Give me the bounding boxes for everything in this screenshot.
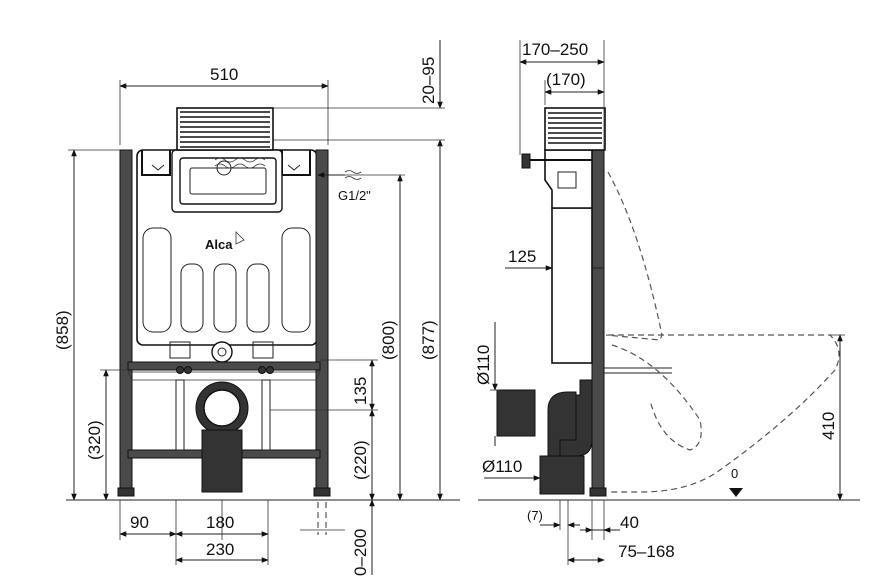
side-bracket-end	[521, 153, 531, 169]
bolt-4	[266, 366, 274, 374]
dim-180: 180	[206, 513, 234, 532]
left-top-bracket	[141, 150, 171, 176]
dim-858: (858)	[53, 310, 72, 350]
brand-logo-mark	[235, 231, 245, 245]
side-grill-lines	[548, 112, 602, 144]
foot-right	[313, 487, 331, 497]
flush-outlet	[211, 341, 233, 363]
cistern-slots	[142, 227, 311, 333]
bracket-mark-left	[151, 164, 165, 171]
waste-pipe-inner	[203, 389, 241, 427]
side-valve-box	[557, 171, 577, 189]
front-view: Alca	[53, 40, 460, 576]
side-view: 170–250 (170) 125 Ø110 Ø110 (7) 40 75–16…	[474, 40, 860, 565]
dim-877: (877)	[419, 320, 438, 360]
grill-lines	[180, 111, 270, 148]
dim-d110-lower: Ø110	[482, 457, 522, 476]
dim-0-200: 0–200	[351, 529, 370, 576]
water-wave-1	[214, 157, 266, 163]
zero-triangle	[729, 488, 743, 497]
inlet-wave-2	[344, 176, 362, 180]
foot-left	[117, 487, 135, 497]
dim-40: 40	[620, 513, 639, 532]
bolt-1	[176, 366, 184, 374]
side-cistern-body	[551, 207, 593, 364]
post-right	[261, 379, 271, 451]
inlet-label: G1/2"	[338, 188, 371, 203]
inlet-wave-1	[344, 170, 362, 174]
toilet-inner-dashed	[611, 344, 702, 451]
side-foot	[589, 487, 607, 497]
bottom-bracket-left	[169, 341, 191, 359]
post-left	[175, 379, 185, 451]
bottom-bracket-right	[252, 341, 274, 359]
crossbar-upper	[127, 361, 321, 371]
bolt-2	[184, 366, 192, 374]
dim-170-250: 170–250	[522, 40, 588, 59]
side-frame-post	[591, 149, 605, 496]
pipe-connector-110	[496, 389, 536, 437]
dim-20-95: 20–95	[419, 57, 438, 104]
toilet-seat-dashed	[605, 171, 663, 341]
brand-logo: Alca	[205, 237, 233, 252]
waste-outlet-lower	[539, 455, 585, 495]
dim-230: 230	[206, 540, 234, 559]
zero-label: 0	[731, 466, 738, 481]
dim-510: 510	[210, 65, 238, 84]
side-cistern-top	[544, 149, 593, 209]
flush-plate-grill	[176, 107, 274, 151]
waste-bend-body	[547, 391, 577, 457]
dim-170: (170)	[546, 70, 586, 89]
toilet-bowl-dashed	[608, 334, 840, 493]
dim-90: 90	[130, 513, 149, 532]
dim-220: (220)	[351, 440, 370, 480]
bolt-3	[258, 366, 266, 374]
valve-circle	[216, 160, 232, 176]
dim-125: 125	[508, 247, 536, 266]
water-wave-2	[214, 163, 266, 169]
dim-410: 410	[819, 412, 838, 440]
crossbar-support	[127, 371, 321, 381]
waste-pipe-down	[201, 429, 243, 493]
dim-7: (7)	[527, 508, 543, 523]
dim-800: (800)	[379, 320, 398, 360]
frame-rail-left	[119, 149, 133, 496]
dim-d110-upper: Ø110	[474, 345, 493, 385]
frame-rail-right	[315, 149, 329, 496]
inspection-opening-inner	[179, 157, 277, 205]
dim-75-168: 75–168	[618, 542, 675, 561]
dim-135: 135	[351, 377, 370, 405]
bracket-mark-right	[287, 164, 301, 171]
dim-320: (320)	[85, 420, 104, 460]
flush-outlet-inner	[217, 347, 227, 357]
